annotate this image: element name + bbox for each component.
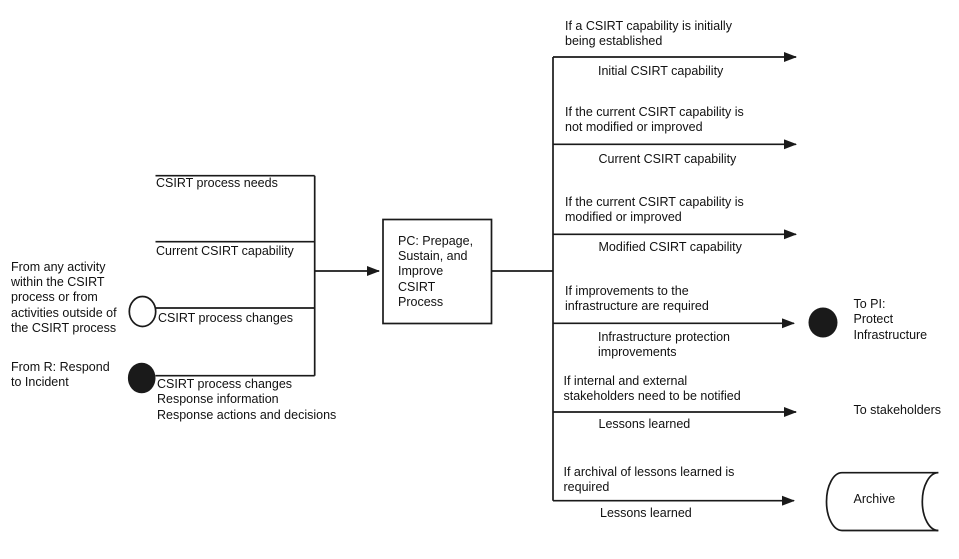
branch-output: Modified CSIRT capability	[598, 240, 742, 254]
input-label-process-changes: CSIRT process changes	[158, 311, 294, 325]
process-box-label: PC: Prepage, Sustain, and Improve CSIRT …	[398, 233, 474, 310]
archive-cylinder	[825, 471, 939, 532]
open-circle-connector	[128, 295, 157, 328]
filled-circle-connector	[127, 362, 156, 394]
input-label-current-capability: Current CSIRT capability	[156, 243, 294, 258]
input-bracket	[155, 174, 316, 377]
branch-output: Infrastructure protection improvements	[598, 329, 731, 359]
branch-output: Initial CSIRT capability	[598, 63, 724, 78]
branch-output: Lessons learned	[600, 506, 692, 520]
source-note-any-activity: From any activity within the CSIRT proce…	[11, 259, 117, 336]
input-label-response-group: CSIRT process changes Response informati…	[157, 377, 337, 422]
branch-condition: If the current CSIRT capability is not m…	[565, 105, 744, 135]
branch-output: Lessons learned	[598, 417, 691, 431]
branch-condition: If the current CSIRT capability is modif…	[565, 194, 744, 224]
branch-output: Current CSIRT capability	[598, 152, 737, 166]
branch-condition: If internal and external stakeholders ne…	[563, 374, 741, 404]
branch-target-stakeholders: To stakeholders	[853, 403, 942, 417]
branch-arrows	[553, 52, 797, 506]
branch-condition: If archival of lessons learned is requir…	[563, 465, 735, 495]
branch-condition: If a CSIRT capability is initially being…	[565, 18, 732, 48]
to-pi-connector	[808, 307, 838, 338]
source-note-respond-incident: From R: Respond to Incident	[11, 359, 110, 389]
process-box	[382, 218, 493, 325]
archive-label: Archive	[853, 492, 896, 506]
branch-condition: If improvements to the infrastructure ar…	[565, 283, 709, 313]
branch-target-protect-infrastructure: To PI: Protect Infrastructure	[853, 297, 928, 342]
input-label-process-needs: CSIRT process needs	[156, 176, 278, 190]
